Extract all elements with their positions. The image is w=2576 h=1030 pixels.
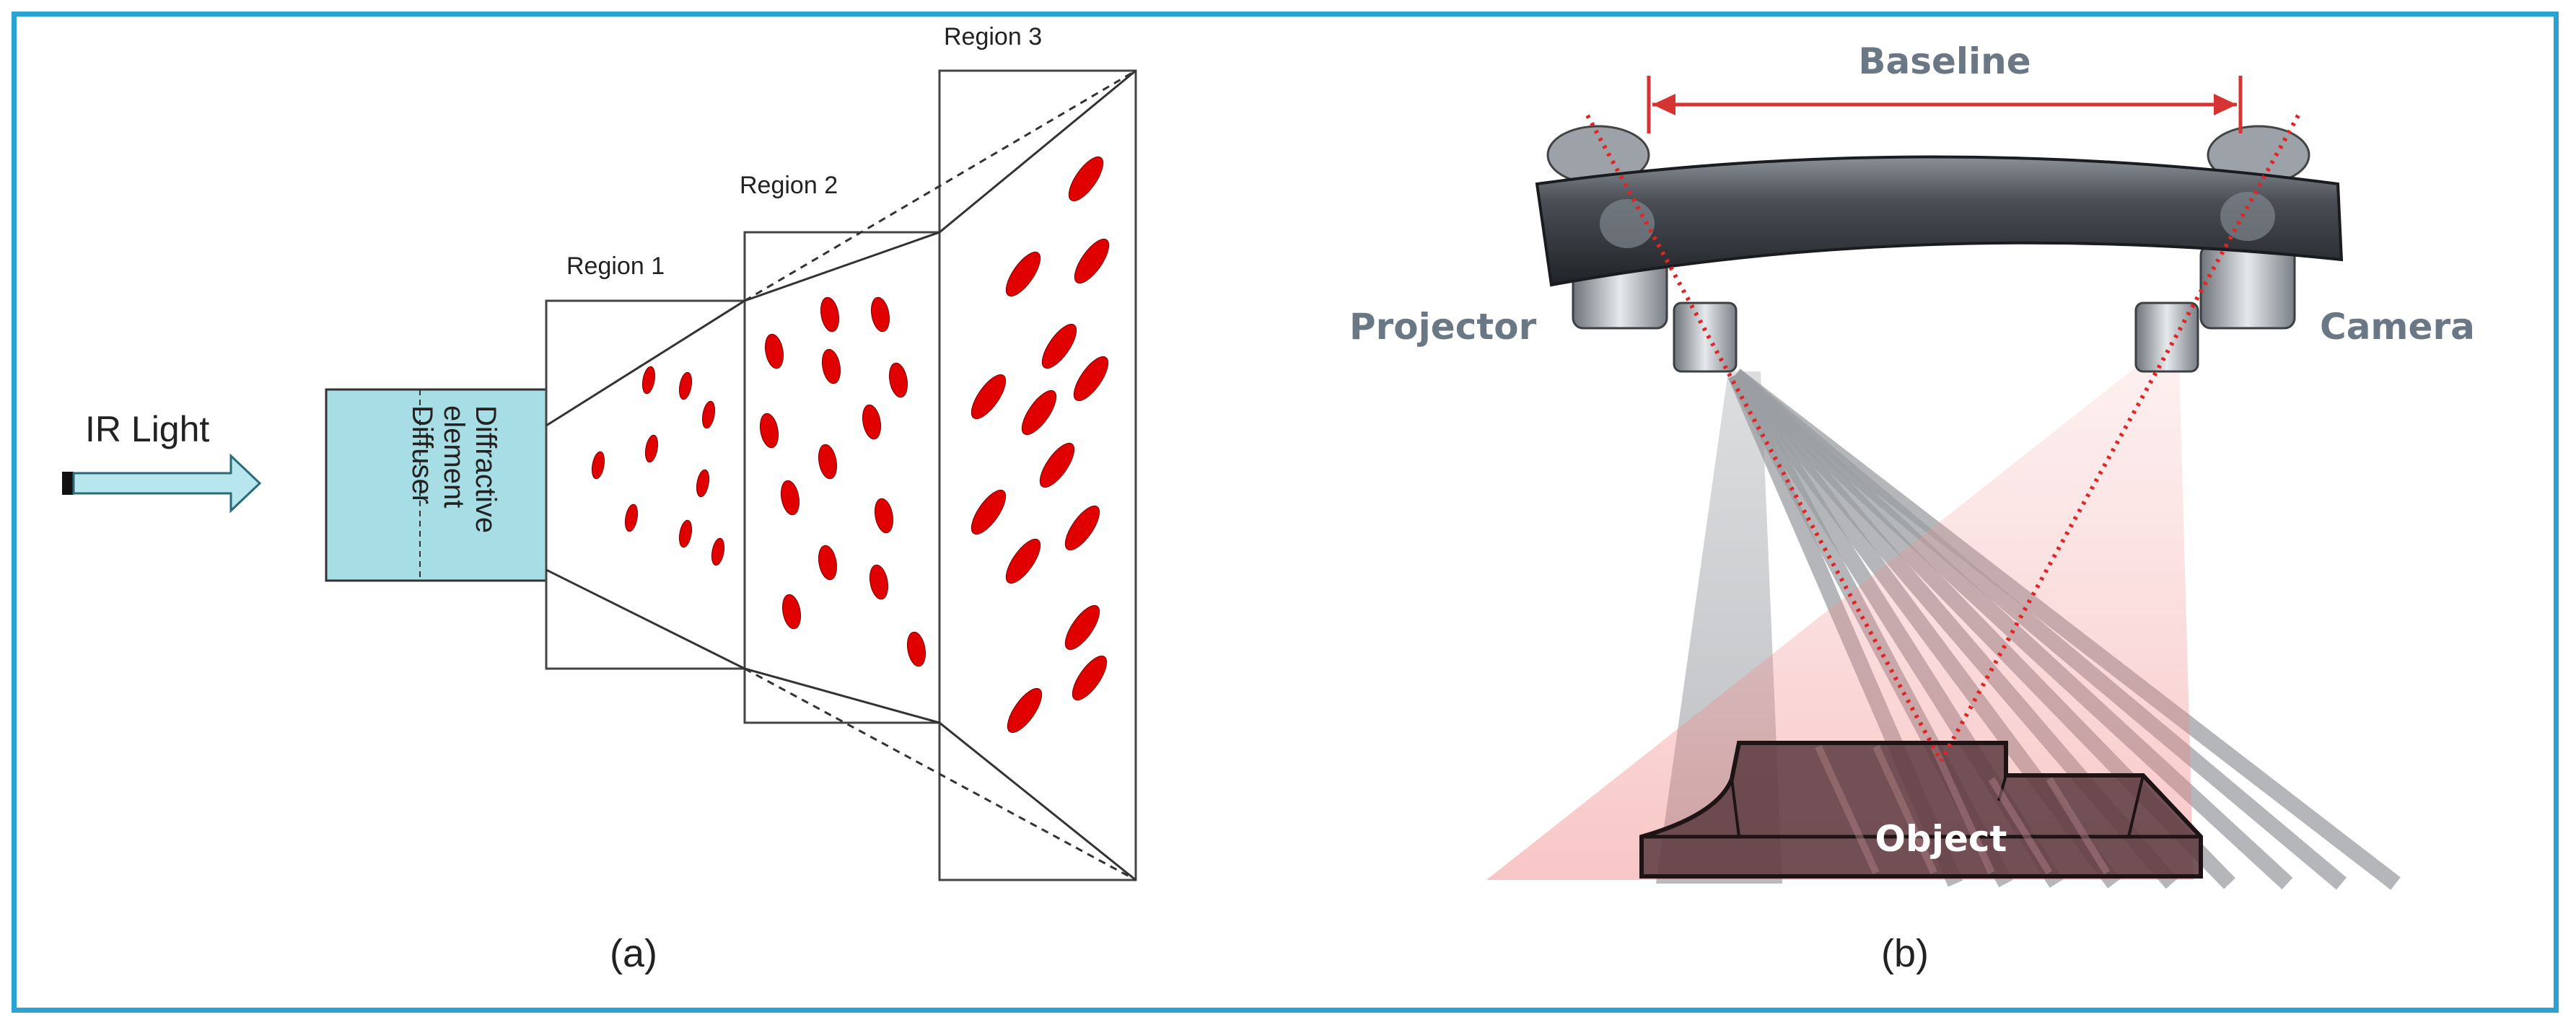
dot — [821, 348, 841, 384]
camera-lens-housing — [2199, 244, 2296, 330]
region-3-frame — [938, 69, 1137, 881]
dot — [971, 489, 1007, 535]
ir-light-label: IR Light — [85, 409, 209, 449]
dot — [888, 362, 908, 398]
baseline-label: Baseline — [1858, 40, 2030, 82]
dot — [1073, 356, 1109, 402]
ir-light-arrow — [62, 453, 262, 514]
baseline-dimension — [1647, 76, 2243, 133]
dot — [1021, 389, 1057, 436]
region-1-frame — [545, 299, 746, 670]
dot — [678, 519, 693, 548]
dot — [818, 545, 838, 581]
triangulation-rays — [1585, 114, 2300, 762]
diffuser-labels: Diffractive element Diffuser — [406, 405, 501, 533]
projector-lens — [1673, 301, 1738, 373]
region-3-label: Region 3 — [944, 23, 1042, 50]
dot — [971, 374, 1007, 420]
dot-pattern — [591, 156, 1110, 734]
object-block — [1639, 741, 2203, 879]
dot — [591, 451, 605, 480]
dot — [696, 469, 710, 498]
dot — [1039, 442, 1075, 488]
panel-a: IR Light Diffractive element Diffuser Re… — [62, 23, 1137, 975]
dot — [818, 444, 838, 480]
dot — [764, 333, 784, 369]
camera-field-of-view — [1486, 364, 2194, 880]
region-1-label: Region 1 — [566, 252, 665, 280]
camera-label: Camera — [2320, 306, 2475, 348]
dot — [1064, 505, 1100, 551]
dot — [759, 413, 779, 449]
caption-b: (b) — [1881, 932, 1929, 975]
label-element: element — [438, 405, 470, 508]
dot — [870, 296, 890, 333]
label-diffractive: Diffractive — [470, 405, 501, 533]
panel-b: Object Baseline — [1349, 40, 2475, 975]
dot — [874, 498, 894, 534]
dot — [1074, 238, 1110, 284]
dot — [1005, 538, 1041, 584]
object-label: Object — [1875, 818, 2007, 860]
dot — [678, 371, 693, 400]
diffuser-block — [325, 388, 548, 582]
dot — [820, 296, 840, 333]
dot — [780, 480, 800, 516]
dot — [1068, 156, 1104, 202]
projector-label: Projector — [1349, 306, 1537, 348]
dot — [1041, 323, 1077, 369]
sensor-bar — [1535, 125, 2344, 373]
region-2-label: Region 2 — [740, 172, 838, 199]
dot — [781, 594, 802, 630]
dot — [1064, 604, 1100, 651]
dot — [624, 503, 639, 532]
camera-lens — [2134, 301, 2199, 373]
caption-a: (a) — [610, 932, 657, 975]
dot — [1072, 655, 1108, 701]
dot — [906, 631, 926, 667]
dot — [644, 434, 659, 463]
dot — [711, 537, 725, 566]
dot — [641, 366, 656, 395]
dot — [701, 400, 716, 429]
projection-envelope — [546, 69, 1136, 881]
dot — [1007, 687, 1043, 734]
dot — [862, 404, 882, 440]
label-diffuser: Diffuser — [406, 405, 438, 504]
dot — [1005, 251, 1041, 297]
dot — [869, 564, 889, 600]
